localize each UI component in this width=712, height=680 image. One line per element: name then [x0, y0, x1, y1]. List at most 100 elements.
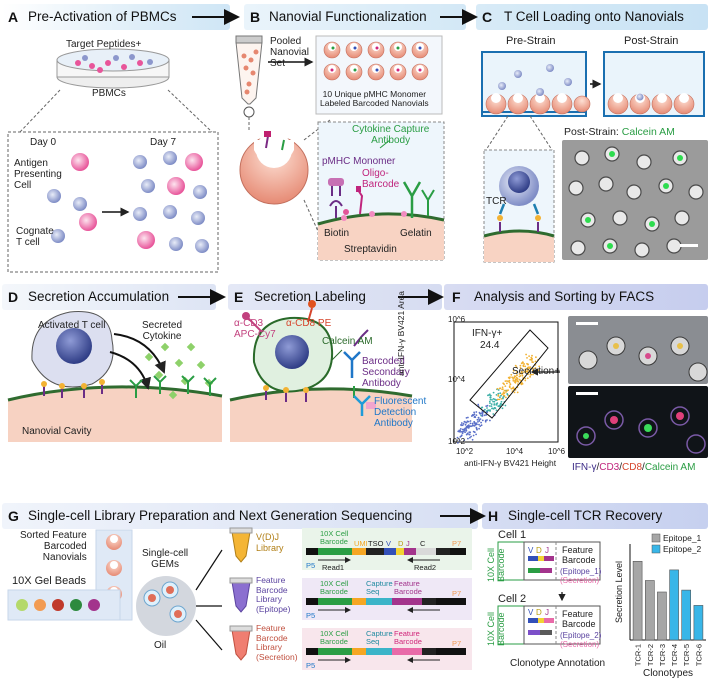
scatter-point [473, 413, 476, 416]
scatter-point [469, 431, 472, 434]
scatter-tick-x-top: 10^6 [548, 447, 566, 456]
scatter-point [500, 394, 502, 397]
lib3-capture: Capture Seq [366, 629, 393, 646]
lib1-c: C [420, 539, 426, 548]
scatter-point [521, 374, 524, 377]
scatter-tick-x-mid: 10^4 [506, 447, 524, 456]
scatter-point [473, 424, 475, 427]
lib1-p5: P5 [306, 561, 316, 570]
scatter-point [485, 414, 488, 416]
scatter-point [518, 373, 521, 375]
panel-b-letter: B [250, 9, 261, 25]
scatter-point [524, 379, 527, 382]
scatter-point [469, 436, 471, 439]
lib1-tso: TSO [368, 539, 384, 548]
scatter-point [512, 386, 515, 389]
stain-calcein: Calcein AM [644, 462, 696, 473]
cell1-ep: (Epitope_1) [560, 567, 602, 576]
scatter-point [477, 416, 480, 419]
scatter-point [496, 398, 499, 401]
label-apc: Antigen Presenting Cell [14, 158, 62, 191]
scatter-point [535, 356, 537, 359]
scatter-point [489, 398, 492, 401]
scatter-point [517, 380, 520, 383]
label-day7: Day 7 [150, 137, 177, 148]
scatter-point [509, 383, 512, 386]
lib3-cb: 10X Cell Barcode [320, 629, 349, 646]
scatter-point [496, 402, 499, 404]
label-gate-name: IFN-γ+ [472, 328, 503, 339]
scatter-point [507, 380, 509, 383]
panel-a-letter: A [8, 9, 19, 25]
cell2-fb: Feature Barcode [562, 609, 596, 629]
label-oil: Oil [154, 640, 167, 651]
scatter-point [463, 421, 466, 423]
scatter-point [467, 424, 470, 427]
scatter-point [483, 414, 486, 417]
scatter-point [458, 430, 461, 433]
scatter-point [522, 365, 525, 368]
scatter-point [461, 430, 464, 433]
scatter-point [503, 383, 505, 386]
bar-tick-label: TCR-5 [682, 644, 691, 666]
scatter-point [508, 386, 511, 389]
scatter-point [500, 398, 503, 400]
scatter-point [490, 394, 492, 397]
micro-c-stain: Calcein AM [621, 126, 675, 138]
panel-g-header [2, 503, 478, 529]
panel-c-header [476, 4, 708, 30]
lib1-p7: P7 [452, 539, 462, 548]
panel-h-title: Single-cell TCR Recovery [508, 508, 663, 523]
facs-scatter-plot [453, 321, 559, 444]
panel-d-title: Secretion Accumulation [28, 289, 170, 304]
scatter-point [530, 358, 533, 360]
scatter-point [477, 403, 480, 406]
label-pre-strain: Pre-Strain [506, 35, 556, 47]
lib2-capture: Capture Seq [366, 579, 393, 596]
label-cd8: α-CD8 PE [286, 318, 332, 329]
bar-tcr-6 [693, 605, 704, 641]
scatter-point [502, 392, 504, 395]
scatter-point [498, 387, 501, 390]
micro-c-prefix: Post-Strain: [564, 126, 622, 138]
scatter-point [513, 376, 516, 379]
scatter-point [467, 420, 470, 423]
label-fluor: Fluorescent Detection Antibody [374, 396, 427, 429]
panel-b-title: Nanovial Functionalization [269, 9, 427, 24]
scatter-point [531, 354, 533, 357]
scatter-point [464, 431, 466, 434]
scatter-point [465, 429, 468, 432]
scatter-tick-x-low: 10^2 [456, 447, 474, 456]
scatter-point [523, 363, 526, 365]
scatter-point [469, 422, 472, 425]
scatter-point [512, 377, 514, 379]
legend-label-1: Epitope_2 [663, 544, 702, 554]
bar-tick-label: TCR-2 [646, 644, 655, 666]
scatter-point [513, 375, 516, 378]
scatter-point [492, 413, 495, 415]
scatter-point [520, 370, 523, 373]
scatter-point [493, 400, 496, 403]
micrograph-c [562, 140, 708, 260]
lib1-read2: Read2 [414, 563, 437, 572]
scatter-point [478, 419, 480, 421]
scatter-tick-y-mid: 10^4 [448, 375, 466, 384]
legend-label-0: Epitope_1 [663, 533, 702, 543]
label-calcein: Calcein AM [322, 336, 373, 347]
scatter-point [534, 360, 537, 363]
legend-swatch-0 [651, 533, 661, 543]
bar-tick-label: TCR-4 [670, 644, 679, 666]
lib1-cb: 10X Cell Barcode [320, 529, 349, 546]
scatter-point [518, 375, 521, 378]
scatter-point [522, 362, 524, 364]
scatter-point [465, 426, 468, 429]
label-unique-vials: 10 Unique pMHC Monomer Labeled Barcoded … [320, 89, 429, 108]
scatter-point [514, 364, 517, 367]
label-secretion-plus: Secretion+ [512, 366, 561, 377]
scatter-point [458, 429, 461, 432]
scatter-point [473, 420, 476, 423]
stain-cd3: CD3 [599, 462, 620, 473]
label-cell2: Cell 2 [498, 593, 527, 605]
scatter-point [462, 429, 465, 431]
